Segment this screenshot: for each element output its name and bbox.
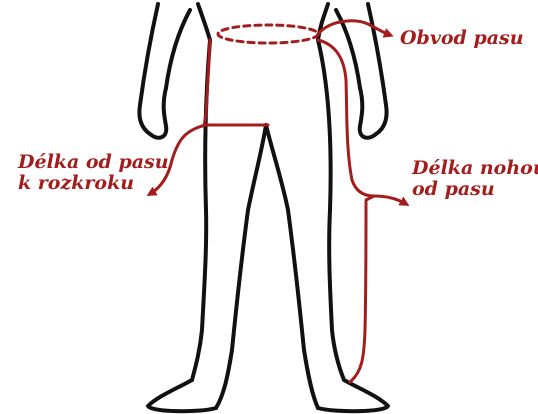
- waist-circumference-line: [218, 25, 318, 43]
- right-hand-outline: [360, 88, 376, 138]
- waist-circumference-label: Obvod pasu: [400, 28, 524, 49]
- left-inner-arm-outline: [166, 10, 190, 88]
- right-arm-outline: [368, 4, 387, 134]
- left-leg-inner-outline: [216, 125, 266, 408]
- waist-to-crotch-label: Délka od pasu k rozkroku: [18, 152, 169, 194]
- crotch-measure-line: [204, 40, 268, 125]
- leg-length-label: Délka nohou od pasu: [412, 158, 538, 200]
- leg-arrow: [374, 196, 406, 204]
- right-torso-outline: [318, 4, 328, 40]
- right-leg-outer-outline: [318, 40, 344, 380]
- right-leg-inner-outline: [266, 125, 318, 408]
- leg-length-label-line1: Délka nohou: [412, 158, 538, 179]
- left-torso-outline: [198, 4, 210, 40]
- left-arm-outline: [139, 4, 158, 134]
- left-hand-outline: [150, 88, 166, 138]
- waist-to-crotch-label-line2: k rozkroku: [18, 173, 169, 194]
- leg-length-label-line2: od pasu: [412, 179, 538, 200]
- measurement-lines: [150, 21, 406, 382]
- body-outline: [139, 4, 388, 411]
- right-foot-outline: [318, 380, 388, 411]
- waist-to-crotch-label-line1: Délka od pasu: [18, 152, 169, 173]
- waist-arrow: [318, 21, 390, 35]
- left-foot-outline: [148, 380, 216, 411]
